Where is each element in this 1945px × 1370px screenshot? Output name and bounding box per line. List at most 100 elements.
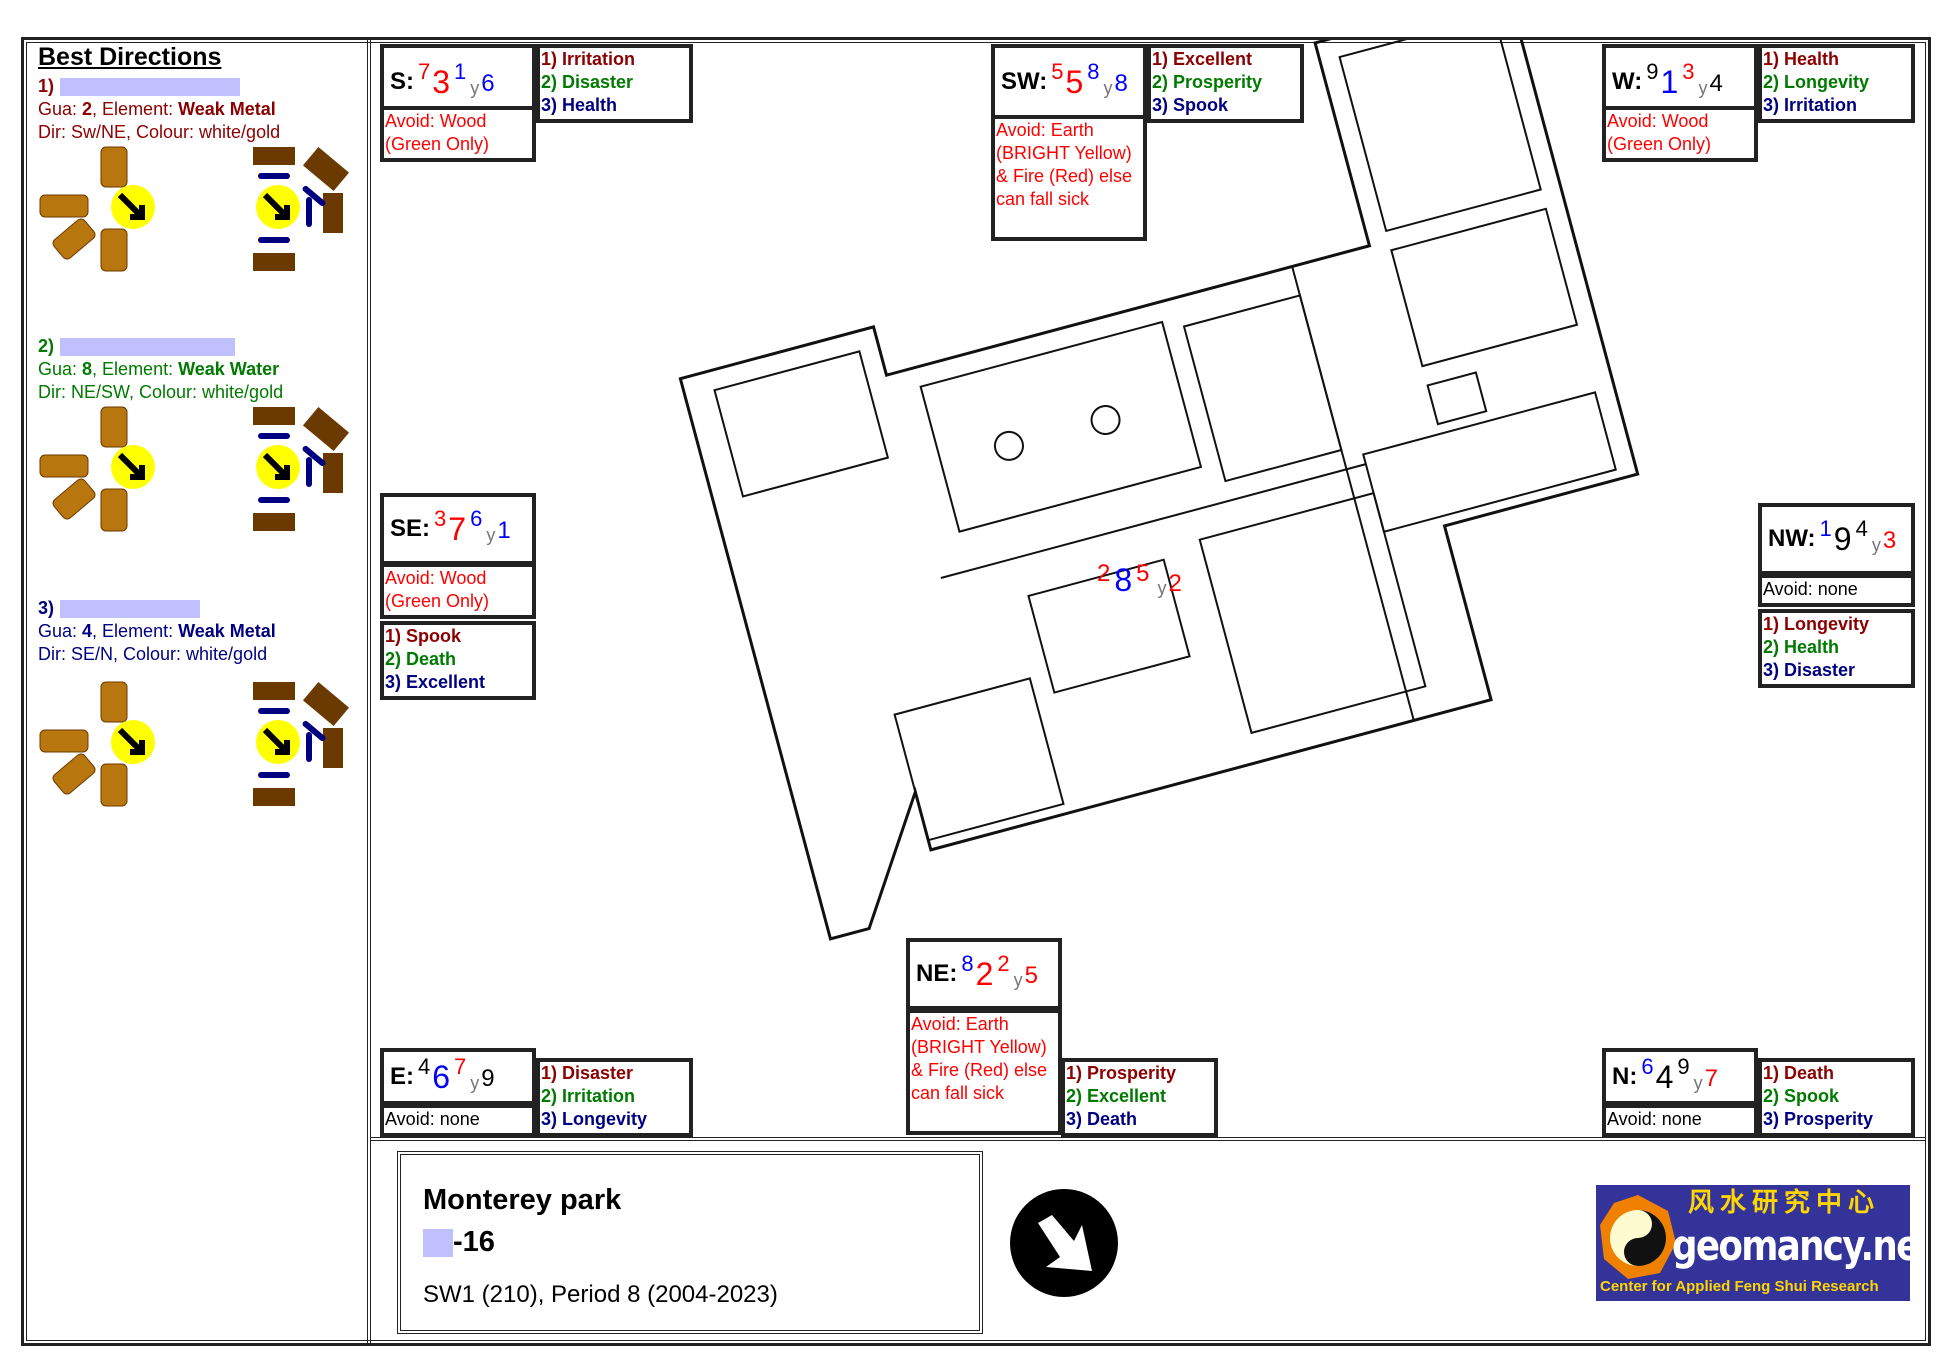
avoid-box-nw: Avoid: none	[1758, 574, 1915, 607]
y-marker: y	[486, 525, 496, 545]
center-mountain-star: 2	[1097, 560, 1111, 587]
meaning-item: 1) Death	[1763, 1063, 1835, 1083]
direction-colour-line: Dir: NE/SW, Colour: white/gold	[38, 382, 284, 402]
water-star: 7	[454, 1053, 467, 1079]
direction-colour-line: Dir: Sw/NE, Colour: white/gold	[38, 122, 281, 142]
property-unit: -16	[423, 1225, 495, 1259]
avoid-box-s: Avoid: Wood (Green Only)	[380, 106, 536, 162]
period-star: 9	[1833, 521, 1852, 557]
facing-star: 5	[1024, 962, 1038, 989]
y-marker: y	[1103, 77, 1113, 98]
facing-star: 4	[1709, 69, 1723, 97]
entry-number: 1)	[38, 76, 55, 96]
bed-orientation-diagram	[39, 681, 350, 807]
mountain-star: 9	[1646, 58, 1659, 84]
gua-label: Gua:	[38, 359, 83, 379]
meaning-item: 1) Health	[1763, 49, 1840, 69]
mountain-star: 7	[418, 58, 431, 84]
best-directions-panel	[21, 37, 371, 1343]
unit-number: -16	[453, 1226, 495, 1258]
period-star: 4	[1655, 1058, 1674, 1095]
direction-label: NE:	[916, 960, 958, 987]
best-directions-title: Best Directions	[38, 43, 222, 71]
meaning-item: 2) Health	[1763, 637, 1840, 657]
meaning-item: 3) Spook	[1152, 95, 1229, 115]
meaning-item: 1) Irritation	[541, 49, 636, 69]
period-star: 5	[1065, 63, 1084, 100]
direction-label: SW:	[1001, 67, 1048, 95]
direction-label: NW:	[1768, 525, 1816, 552]
mountain-star: 5	[1051, 58, 1064, 84]
y-marker: y	[470, 1072, 480, 1093]
meaning-item: 3) Disaster	[1763, 660, 1856, 680]
direction-label: E:	[390, 1062, 414, 1090]
logo-tagline: Center for Applied Feng Shui Research	[1600, 1278, 1879, 1295]
property-name: Monterey park	[423, 1184, 622, 1216]
meaning-item: 1) Excellent	[1152, 49, 1253, 69]
logo-site-name: geomancy.net	[1672, 1221, 1910, 1270]
logo-chinese-text: 风水研究中心	[1688, 1188, 1881, 1218]
water-star: 8	[1087, 58, 1100, 84]
period-star: 3	[432, 63, 451, 100]
meaning-item: 2) Irritation	[541, 1086, 636, 1106]
redacted-name	[60, 600, 201, 619]
meaning-item: 1) Prosperity	[1066, 1063, 1177, 1083]
bed-orientation-diagram	[39, 146, 350, 272]
gua-line: Gua: 8, Element: Weak Water	[38, 358, 283, 381]
avoid-box-w: Avoid: Wood (Green Only)	[1602, 106, 1758, 162]
meaning-item: 2) Disaster	[541, 72, 634, 92]
entry-number: 2)	[38, 336, 55, 356]
facing-star: 7	[1704, 1064, 1718, 1092]
page-frame	[21, 37, 1931, 1346]
mountain-star: 1	[1819, 516, 1832, 541]
entry-header: 3)	[38, 597, 276, 620]
meaning-item: 3) Excellent	[385, 672, 486, 692]
southeast-arrow-icon	[1010, 1189, 1118, 1297]
facing-star: 6	[481, 69, 495, 97]
direction-label: S:	[390, 67, 414, 95]
element-label: , Element:	[92, 359, 179, 379]
property-info-box: Monterey park -16 SW1 (210), Period 8 (2…	[397, 1151, 983, 1334]
y-marker: y	[1698, 77, 1708, 98]
water-star: 1	[454, 58, 467, 84]
gua-number: 4	[82, 621, 93, 641]
bed-orientation-diagram	[39, 406, 350, 532]
meaning-item: 2) Longevity	[1763, 72, 1870, 92]
gua-line: Gua: 2, Element: Weak Metal	[38, 98, 280, 121]
yin-yang-bagua-icon	[1600, 1195, 1676, 1279]
gua-line: Gua: 4, Element: Weak Metal	[38, 620, 276, 643]
meaning-item: 3) Prosperity	[1763, 1109, 1874, 1129]
geomancy-logo[interactable]: 风水研究中心 geomancy.net Center for Applied F…	[1596, 1185, 1910, 1301]
gua-label: Gua:	[38, 99, 83, 119]
floor-plan-drawing	[678, 40, 1640, 941]
gua-number: 8	[82, 359, 93, 379]
y-marker: y	[1871, 535, 1881, 555]
center-period-star: 8	[1114, 562, 1133, 598]
meaning-item: 1) Longevity	[1763, 614, 1870, 634]
direction-label: SE:	[390, 515, 431, 542]
element-value: Weak Metal	[178, 99, 276, 119]
direction-label: W:	[1612, 67, 1643, 95]
facing-star: 8	[1114, 69, 1128, 97]
period-star: 1	[1660, 63, 1679, 100]
avoid-box-n: Avoid: none	[1602, 1104, 1758, 1137]
gua-label: Gua:	[38, 621, 83, 641]
water-star: 4	[1855, 516, 1868, 541]
avoid-box-se: Avoid: Wood (Green Only)	[380, 563, 536, 619]
meaning-item: 1) Disaster	[541, 1063, 634, 1083]
mountain-star: 4	[418, 1053, 431, 1079]
entry-header: 1)	[38, 75, 280, 98]
facing-star: 9	[481, 1064, 495, 1092]
redacted-block	[423, 1229, 453, 1258]
